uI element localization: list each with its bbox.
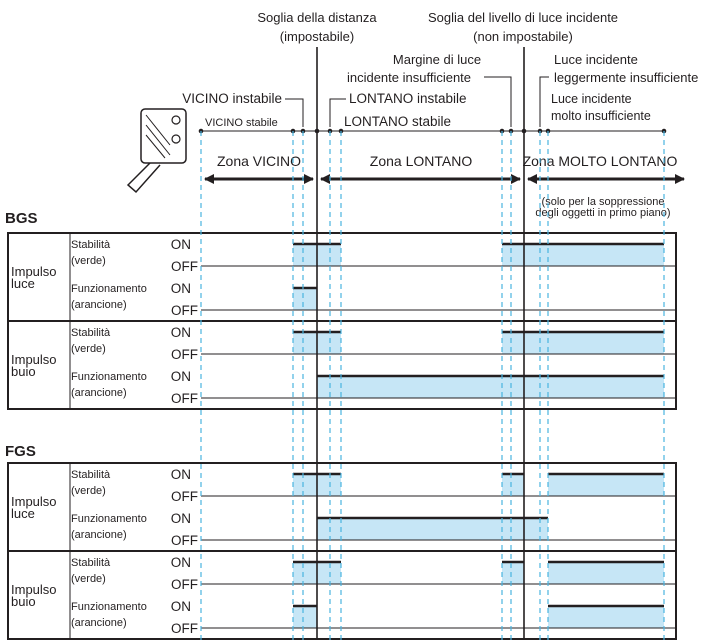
light-threshold-label-1: Soglia del livello di luce incidente [428, 10, 618, 25]
light-very-label-2: molto insufficiente [551, 109, 651, 123]
mode-label: Impulso [11, 264, 57, 279]
mode-label: Impulso [11, 494, 57, 509]
off-label: OFF [171, 533, 198, 548]
far-stable-label: LONTANO stabile [344, 114, 451, 129]
far-unstable-label: LONTANO instabile [349, 91, 467, 106]
light-slight-label-2: leggermente insufficiente [554, 70, 698, 85]
top-annotations: Soglia della distanza (impostabile) Sogl… [257, 10, 618, 85]
light-margin-label-2: incidente insufficiente [347, 70, 471, 85]
off-label: OFF [171, 259, 198, 274]
light-slight-label-1: Luce incidente [554, 52, 638, 67]
mode-label: Impulso [11, 582, 57, 597]
signal-fill [502, 332, 664, 354]
signal-fill [502, 474, 524, 496]
light-very-label-1: Luce incidente [551, 92, 632, 106]
dimension-line [198, 128, 667, 134]
guide-lines [200, 47, 665, 640]
on-label: ON [171, 511, 191, 526]
signal-fill [293, 606, 317, 628]
right-annotations: Luce incidente leggermente insufficiente… [205, 52, 698, 129]
signal-fill [293, 288, 317, 310]
section-bgs: ImpulsoluceStabilità(verde)ONOFFFunziona… [7, 232, 677, 410]
operation-label: Funzionamento [71, 371, 147, 383]
zone-far-label: Zona LONTANO [370, 153, 473, 169]
operation-color-label: (arancione) [71, 299, 127, 311]
zone-near-label: Zona VICINO [217, 153, 301, 169]
stability-label: Stabilità [71, 557, 111, 569]
operation-label: Funzionamento [71, 513, 147, 525]
distance-threshold-label-2: (impostabile) [280, 29, 354, 44]
mode-label: buio [11, 594, 36, 609]
on-label: ON [171, 237, 191, 252]
near-stable-label: VICINO stabile [205, 117, 278, 129]
leader-lines [285, 76, 549, 127]
off-label: OFF [171, 621, 198, 636]
mode-label: Impulso [11, 352, 57, 367]
stability-color-label: (verde) [71, 343, 106, 355]
section-title-fgs: FGS [5, 443, 36, 460]
zone-note-1: (solo per la soppressione [542, 196, 665, 208]
on-label: ON [171, 467, 191, 482]
operation-color-label: (arancione) [71, 617, 127, 629]
off-label: OFF [171, 391, 198, 406]
signal-fill [548, 606, 664, 628]
on-label: ON [171, 599, 191, 614]
operation-color-label: (arancione) [71, 387, 127, 399]
stability-color-label: (verde) [71, 573, 106, 585]
light-threshold-label-2: (non impostabile) [473, 29, 573, 44]
photoelectric-sensor-icon [126, 108, 187, 194]
signal-fill [317, 376, 664, 398]
operation-label: Funzionamento [71, 283, 147, 295]
light-margin-label-1: Margine di luce [393, 52, 481, 67]
near-unstable-label: VICINO instabile [182, 91, 282, 106]
on-label: ON [171, 555, 191, 570]
zone-labels: Zona VICINO Zona LONTANO Zona MOLTO LONT… [217, 153, 678, 219]
section-fgs: ImpulsoluceStabilità(verde)ONOFFFunziona… [7, 462, 677, 640]
off-label: OFF [171, 577, 198, 592]
stability-label: Stabilità [71, 239, 111, 251]
on-label: ON [171, 369, 191, 384]
stability-label: Stabilità [71, 469, 111, 481]
mode-label: luce [11, 276, 35, 291]
zone-note-2: degli oggetti in primo piano) [535, 207, 670, 219]
distance-threshold-label-1: Soglia della distanza [257, 10, 377, 25]
operation-label: Funzionamento [71, 601, 147, 613]
on-label: ON [171, 325, 191, 340]
mode-label: luce [11, 506, 35, 521]
signal-fill [317, 518, 548, 540]
section-title-bgs: BGS [5, 210, 38, 227]
stability-color-label: (verde) [71, 255, 106, 267]
off-label: OFF [171, 347, 198, 362]
signal-fill [548, 474, 664, 496]
timing-tables: ImpulsoluceStabilità(verde)ONOFFFunziona… [7, 232, 677, 640]
stability-color-label: (verde) [71, 485, 106, 497]
stability-label: Stabilità [71, 327, 111, 339]
on-label: ON [171, 281, 191, 296]
zone-very-far-label: Zona MOLTO LONTANO [523, 153, 678, 169]
signal-fill [548, 562, 664, 584]
signal-fill [502, 562, 524, 584]
off-label: OFF [171, 489, 198, 504]
operation-color-label: (arancione) [71, 529, 127, 541]
mode-label: buio [11, 364, 36, 379]
signal-fill [502, 244, 664, 266]
off-label: OFF [171, 303, 198, 318]
